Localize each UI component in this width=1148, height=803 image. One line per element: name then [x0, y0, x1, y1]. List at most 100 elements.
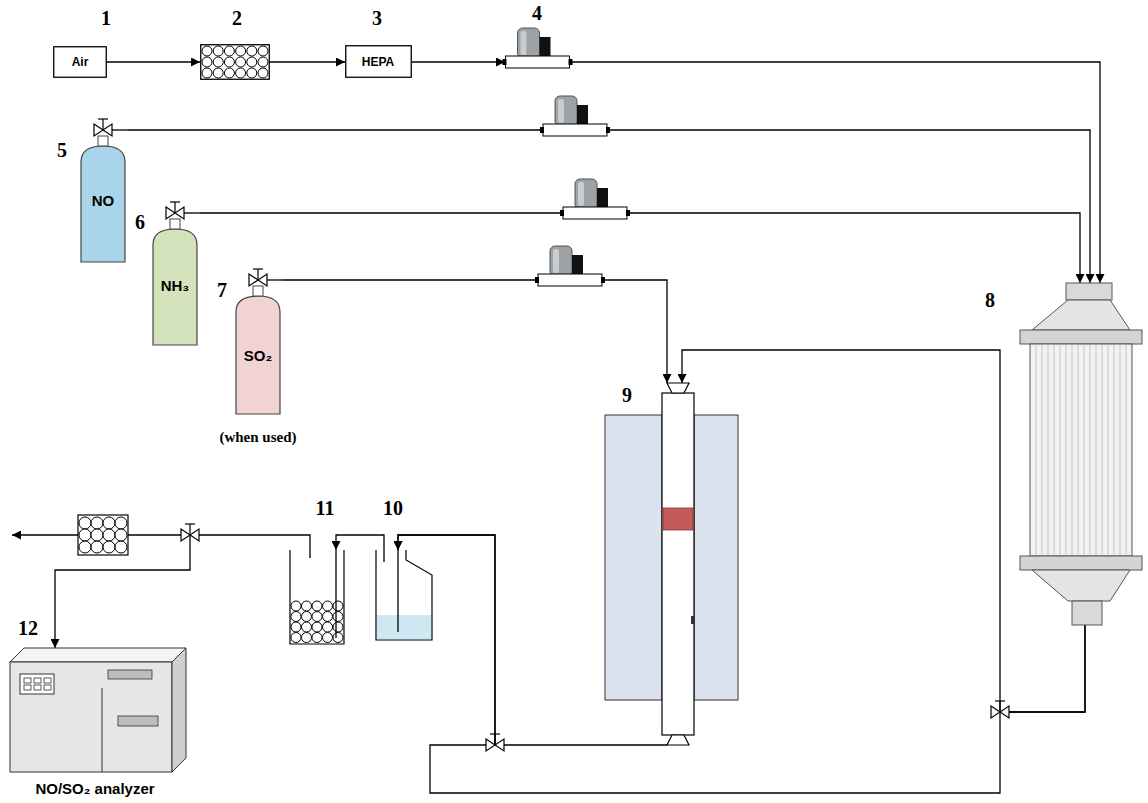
exhaust-adsorber [115, 517, 127, 529]
filter-box-shape [224, 57, 234, 67]
gas-cylinder-shape [253, 286, 263, 296]
callout-number: 7 [217, 279, 227, 302]
exhaust-adsorber [91, 517, 103, 529]
exhaust-line [12, 534, 78, 535]
gas-cylinder-shape [78, 118, 128, 264]
component-label: SO₂ [244, 347, 272, 364]
mass-flow-controller: 4 [505, 24, 570, 78]
filter-box-shape [224, 68, 234, 78]
adsorption-bottle-shape [291, 601, 301, 611]
mass-flow-controller [535, 246, 605, 286]
gas-analyzer-shape [172, 648, 186, 772]
reactor-furnace-shape [603, 383, 740, 753]
adsorption-bottle-shape [323, 622, 333, 632]
gas-mixer-shape [1078, 345, 1079, 555]
filter-box-shape [247, 46, 257, 56]
gas-analyzer-shape [10, 648, 186, 662]
gas-mixer-shape [1114, 345, 1115, 555]
exhaust-adsorber [79, 541, 91, 553]
gas-cylinder-shape [112, 129, 128, 130]
adsorption-bottle-shape [291, 612, 301, 622]
adsorption-bottle-shape [312, 612, 322, 622]
adsorption-bottle-shape [333, 612, 343, 622]
mass-flow-controller [540, 96, 610, 136]
filter-box-shape [258, 68, 268, 78]
reactor-furnace-shape [667, 383, 689, 393]
pipe-connector [200, 213, 1080, 283]
filter-box-shape [202, 46, 212, 56]
adsorption-bottle-shape [333, 633, 343, 643]
gas-cylinder-shape [98, 136, 108, 146]
gas-analyzer-shape [24, 685, 31, 690]
mass-flow-controller-shape [503, 28, 573, 68]
exhaust-adsorber [78, 515, 128, 555]
pipe-connector [270, 61, 345, 62]
callout-number: 10 [383, 497, 403, 520]
pipe-connector [682, 350, 1085, 712]
filter-box-shape [202, 68, 212, 78]
gas-mixer-shape [1048, 345, 1049, 555]
gas-cylinder-shape [170, 219, 180, 229]
component-label: HEPA [362, 55, 394, 69]
gas-cylinder: 6NH₃ [150, 201, 200, 347]
pipe-connector [336, 535, 384, 550]
filter-box-shape [258, 57, 268, 67]
filter-box-shape [236, 57, 246, 67]
hepa-filter-box-shape [346, 46, 412, 78]
callout-number: 6 [135, 211, 145, 234]
callout-number: 12 [18, 617, 38, 640]
reactor-furnace: 9 [603, 383, 740, 753]
pipe-connector [128, 130, 1090, 283]
filter-box-shape [201, 45, 270, 80]
pipe-connector [283, 280, 667, 383]
gas-mixer-shape [1054, 345, 1055, 555]
gas-analyzer-shape [44, 685, 51, 690]
exhaust-line [128, 534, 181, 535]
three-way-valve [181, 524, 199, 541]
callout-number: 4 [532, 2, 542, 25]
gas-analyzer-shape [44, 678, 51, 683]
gas-analyzer: 12NO/SO₂ analyzer [8, 648, 188, 774]
gas-mixer-shape [1036, 345, 1037, 555]
gas-mixer-shape [1042, 345, 1043, 555]
exhaust-adsorber [103, 517, 115, 529]
gas-analyzer-shape [34, 678, 41, 683]
gas-mixer-shape [1072, 345, 1073, 555]
gas-mixer-shape [1120, 345, 1121, 555]
mass-flow-controller-shape [505, 24, 570, 78]
component-label: NH₃ [161, 277, 190, 294]
adsorption-bottle-shape [333, 601, 343, 611]
pipe-connector [412, 61, 505, 62]
component-label: NO/SO₂ analyzer [35, 780, 154, 797]
gas-mixer-shape [1126, 345, 1127, 555]
gas-cylinder-shape [166, 202, 184, 219]
gas-analyzer-shape [102, 688, 103, 772]
reactor-furnace-shape [662, 393, 694, 735]
reactor-furnace-shape [694, 415, 738, 700]
gas-mixer-shape [1030, 344, 1132, 556]
air-source-box-shape [54, 47, 107, 78]
reactor-furnace-shape [605, 415, 662, 700]
gas-mixer-shape [1072, 601, 1102, 625]
exhaust-adsorber [115, 541, 127, 553]
gas-cylinder: 7SO₂(when used) [233, 268, 283, 416]
component-label: Air [72, 55, 89, 69]
adsorption-bottle-shape [323, 612, 333, 622]
reactor-furnace-shape [603, 744, 667, 745]
gas-mixer: 8 [1012, 283, 1144, 625]
gas-cylinder-shape [236, 296, 280, 414]
gas-mixer-shape [1020, 330, 1142, 344]
gas-cylinder-shape [153, 229, 197, 345]
bubbler-bottle-shape [377, 615, 431, 639]
bubbler-bottle-shape [376, 550, 432, 640]
pipe-connector [55, 535, 310, 648]
gas-mixer-shape [1060, 345, 1061, 555]
pipe-connector [570, 62, 1100, 283]
gas-analyzer-shape [34, 685, 41, 690]
gas-mixer-shape [1012, 283, 1144, 625]
adsorption-bottle-shape [323, 601, 333, 611]
adsorption-bottle-shape [323, 633, 333, 643]
exhaust-adsorber [103, 529, 115, 541]
pipe-connector [107, 61, 200, 62]
exhaust-adsorber [91, 541, 103, 553]
